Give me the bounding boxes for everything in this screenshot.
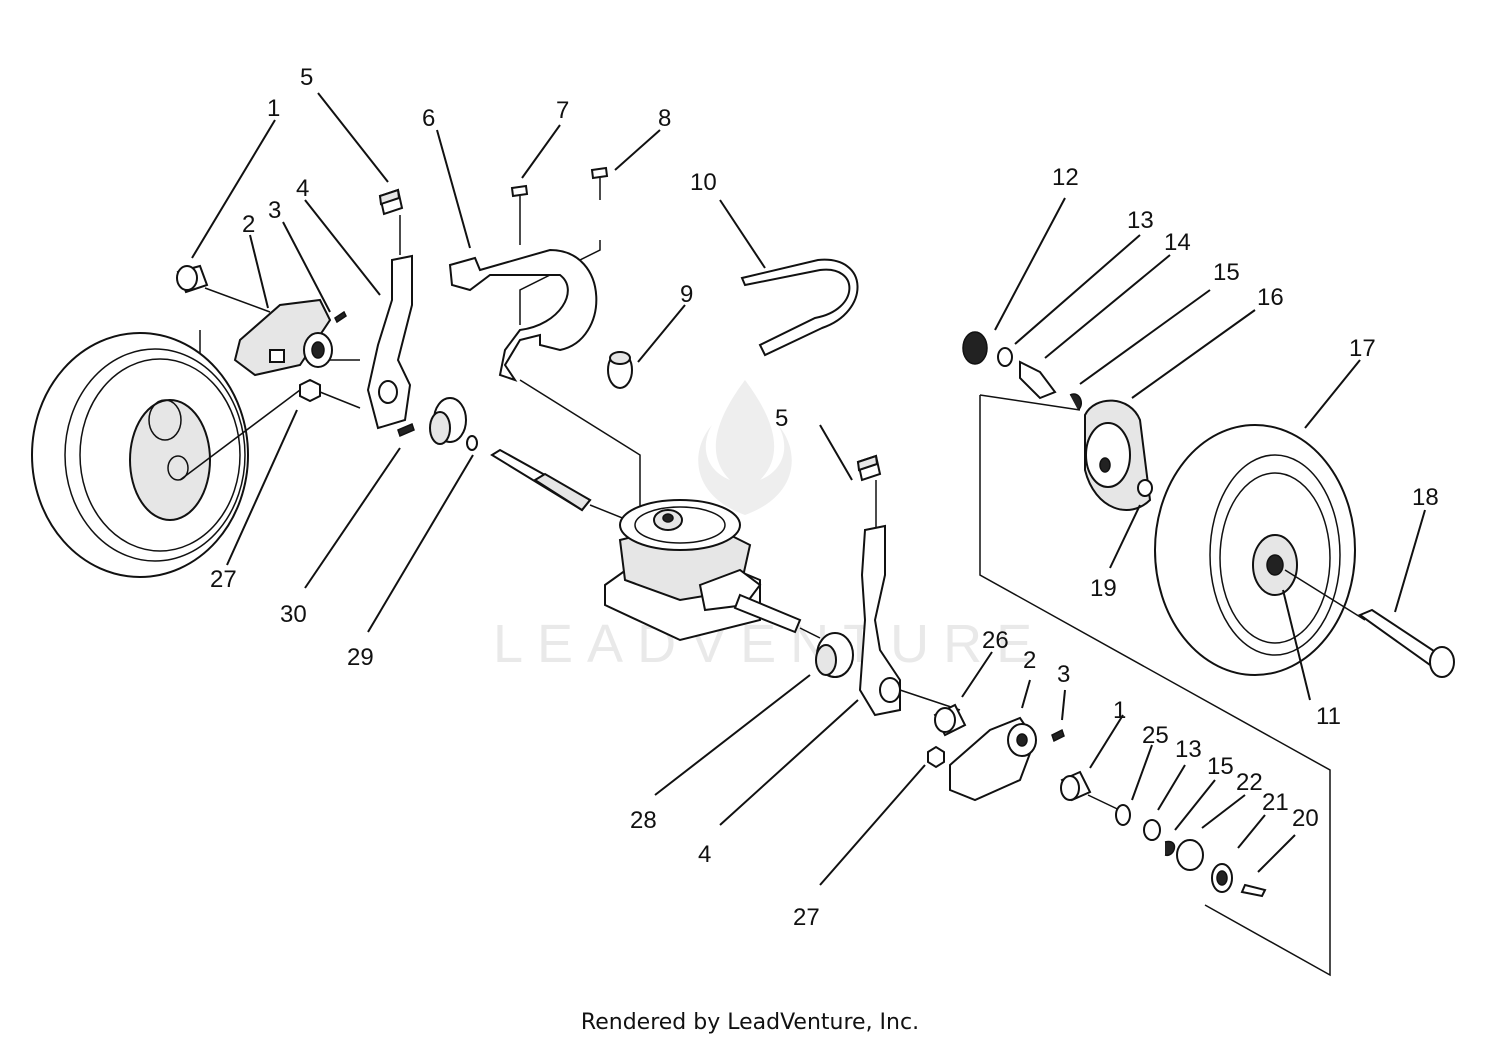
gearbox (604, 499, 821, 642)
watermark-brand: LEADVENTURE (493, 614, 1046, 674)
callout-5: 5 (300, 64, 313, 91)
callout-17: 17 (1349, 335, 1376, 362)
right-bracket-group (927, 703, 1131, 816)
callout-numbers: 1 2 3 4 5 6 7 8 9 10 12 13 14 15 16 17 1… (210, 64, 1439, 931)
left-height-lever (366, 188, 415, 438)
leader-lines (191, 92, 1426, 886)
callout-2: 2 (1023, 647, 1036, 674)
callout-26: 26 (982, 627, 1009, 654)
right-drive-assembly (962, 331, 1153, 511)
right-height-lever (815, 454, 961, 717)
callout-13: 13 (1127, 207, 1154, 234)
callout-18: 18 (1412, 484, 1439, 511)
callout-22: 22 (1236, 769, 1263, 796)
belt (740, 258, 859, 357)
callout-8: 8 (658, 105, 671, 132)
callout-7: 7 (556, 97, 569, 124)
callout-4: 4 (296, 175, 309, 202)
callout-1: 1 (267, 95, 280, 122)
callout-16: 16 (1257, 284, 1284, 311)
rendered-by-footer: Rendered by LeadVenture, Inc. (580, 1010, 920, 1035)
callout-11: 11 (1316, 703, 1341, 730)
callout-12: 12 (1052, 164, 1079, 191)
callout-21: 21 (1262, 789, 1289, 816)
left-bracket-group (176, 264, 361, 409)
callout-14: 14 (1164, 229, 1191, 256)
watermark: LEADVENTURE (493, 380, 1046, 674)
callout-3: 3 (1057, 661, 1070, 688)
callout-15: 15 (1213, 259, 1240, 286)
callout-9: 9 (680, 281, 693, 308)
callout-27: 27 (793, 904, 820, 931)
callout-2: 2 (242, 211, 255, 238)
callout-15: 15 (1207, 753, 1234, 780)
right-hardware-stack (1115, 804, 1267, 898)
callout-1: 1 (1113, 697, 1126, 724)
callout-29: 29 (347, 644, 374, 671)
callout-3: 3 (268, 197, 281, 224)
flame-logo-icon (698, 380, 792, 515)
left-axle (429, 397, 641, 526)
callout-30: 30 (280, 601, 307, 628)
callout-27: 27 (210, 566, 237, 593)
callout-4: 4 (698, 841, 711, 868)
callout-13: 13 (1175, 736, 1202, 763)
callout-25: 25 (1142, 722, 1169, 749)
callout-6: 6 (422, 105, 435, 132)
callout-20: 20 (1292, 805, 1319, 832)
callout-28: 28 (630, 807, 657, 834)
callout-10: 10 (690, 169, 717, 196)
callout-19: 19 (1090, 575, 1117, 602)
mounting-plate (448, 166, 633, 389)
right-wheel (1154, 424, 1455, 678)
left-wheel (31, 332, 301, 578)
callout-5: 5 (775, 405, 788, 432)
